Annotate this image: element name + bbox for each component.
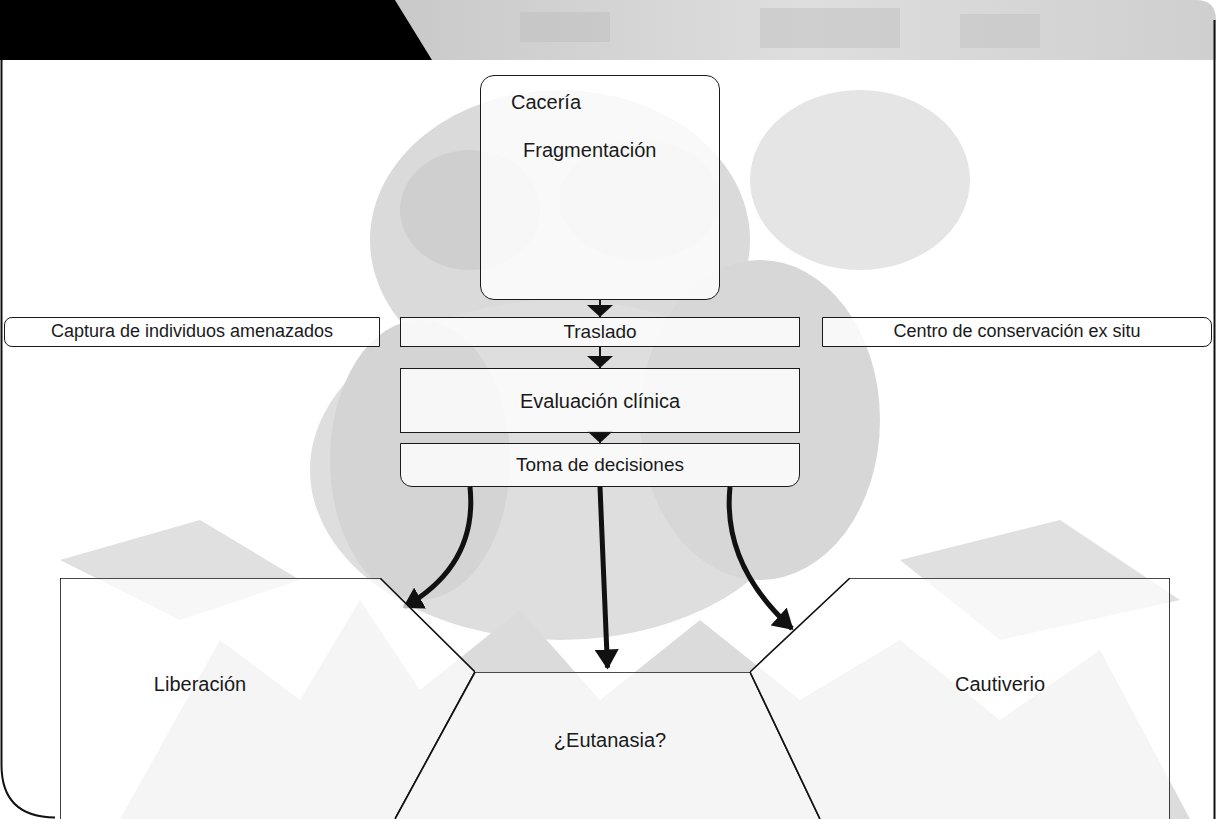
flow-arrow	[600, 487, 608, 668]
header-black-tab	[0, 0, 432, 60]
panel-fill	[750, 578, 1170, 819]
panel-border	[60, 578, 475, 819]
decision-box: Toma de decisiones	[400, 443, 800, 487]
panel-outline	[750, 578, 1170, 819]
outcome-panel: Cautiverio	[750, 578, 1170, 819]
panel-border	[750, 578, 1170, 819]
flow-arrow	[599, 433, 601, 443]
outcome-panel: Liberación	[60, 578, 475, 819]
node-text: Captura de individuos amenazados	[51, 321, 333, 343]
panel-fill	[60, 578, 475, 819]
panel-text: Liberación	[154, 672, 246, 696]
flow-arrow	[599, 347, 601, 368]
node-text: Cacería	[511, 90, 581, 114]
threat-box: CaceríaFragmentación	[480, 75, 720, 300]
band-texture	[760, 8, 900, 48]
panel-fill	[395, 672, 820, 819]
node-text: Traslado	[563, 321, 636, 344]
node-text: Evaluación clínica	[520, 389, 680, 413]
node-text: Centro de conservación ex situ	[893, 321, 1140, 343]
header-band	[395, 0, 1216, 60]
flow-arrow	[404, 487, 470, 607]
process-box: Traslado	[400, 317, 800, 347]
band-texture	[520, 12, 610, 42]
flow-arrow	[599, 300, 601, 317]
node-text: Fragmentación	[523, 138, 656, 162]
panel-text: ¿Eutanasia?	[554, 728, 666, 752]
frame-border	[1214, 20, 1216, 819]
outcome-panel: ¿Eutanasia?	[395, 672, 820, 819]
band-texture	[960, 14, 1040, 48]
primate-fur	[750, 90, 970, 270]
side-label-box: Captura de individuos amenazados	[4, 317, 380, 347]
panel-border	[395, 672, 820, 819]
flow-arrow	[729, 487, 792, 629]
panel-text: Cautiverio	[955, 672, 1045, 696]
panel-outline	[60, 578, 475, 819]
node-text: Toma de decisiones	[516, 454, 684, 477]
side-label-box: Centro de conservación ex situ	[822, 317, 1212, 347]
process-box: Evaluación clínica	[400, 368, 800, 433]
frame-border	[2, 60, 56, 818]
